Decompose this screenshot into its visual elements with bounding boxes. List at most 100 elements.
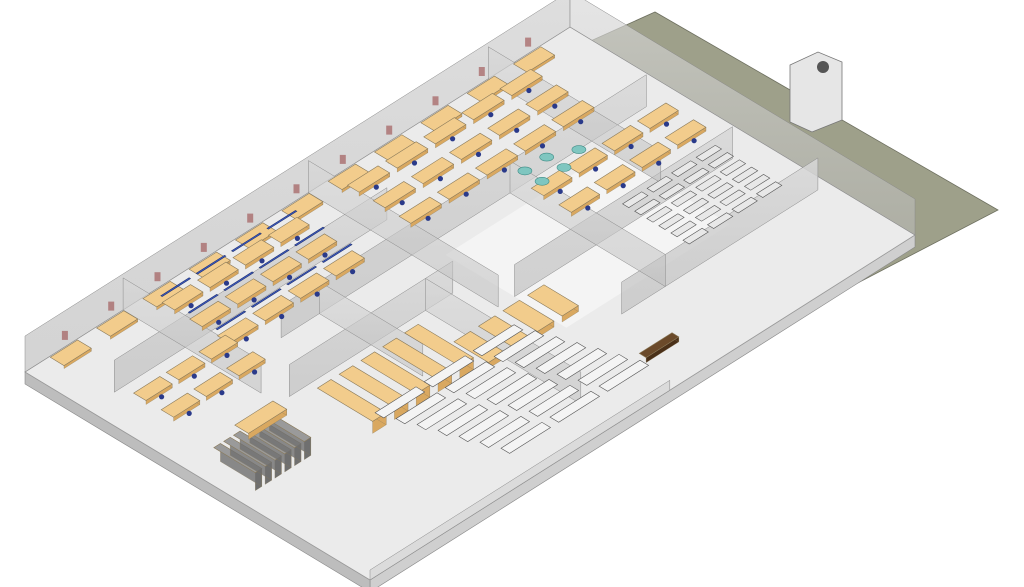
workstation-west-2-1-chair: [216, 319, 222, 325]
workstation-north-3-3-desk: [474, 148, 519, 180]
workstation-north-3-2-desk-top-face: [436, 172, 481, 200]
perimeter-office-desk-2: [96, 310, 139, 340]
workstation-north-2-3-desk-top-face: [449, 132, 493, 160]
workstation-southwest-2-1-desk-top-face: [160, 392, 201, 418]
library-shelf-1: [316, 379, 387, 434]
workstation-north-1-2-desk: [385, 141, 429, 173]
hvac-fan-icon: [817, 61, 829, 73]
workstation-southwest-1-2-desk-top-face: [165, 355, 206, 381]
training-seat-3-4: [719, 159, 747, 176]
reading-table-4: [527, 284, 579, 323]
workstation-east-1-1-desk-top-face: [530, 169, 573, 197]
library-shelf-3: [360, 351, 431, 407]
lecture-seat-row-7-block-2: [549, 390, 601, 423]
workstation-southwest-1-1-chair: [159, 394, 165, 400]
workstation-west-1-3-chair: [259, 258, 265, 264]
lecture-seat-row-4-block-2: [486, 373, 538, 405]
workstation-north-3-2-chair: [463, 191, 469, 197]
training-seat-4-2: [682, 197, 710, 215]
workstation-east-2-3-chair: [656, 160, 662, 166]
workstation-west-3-3-chair: [314, 291, 320, 297]
workstation-north-3-4-chair: [539, 143, 546, 149]
workstation-east-1-3-chair: [628, 143, 634, 150]
training-seat-3-2: [670, 190, 698, 208]
workstation-east-2-4-chair: [691, 138, 697, 144]
workstation-east-1-2-chair: [593, 166, 599, 172]
lecture-lectern: [638, 332, 680, 363]
workstation-north-2-1-chair: [399, 200, 405, 206]
reception-desk: [234, 400, 288, 440]
workstation-north-2-2-desk: [410, 156, 455, 188]
workstation-north-1-3-desk-top-face: [423, 117, 467, 145]
workstation-north-3-4-desk: [513, 124, 557, 156]
workstation-west-3-4-chair: [350, 269, 356, 275]
workstation-north-3-1-chair: [425, 215, 431, 221]
workstation-north-3-2-desk: [436, 172, 481, 204]
workstation-north-2-2-desk-top-face: [410, 156, 455, 185]
workstation-west-3-1-chair: [243, 336, 249, 342]
workstation-north-2-4-chair: [514, 127, 520, 133]
workstation-east-2-1-desk: [558, 186, 601, 217]
training-seat-1-1: [622, 191, 649, 208]
office-window-accent-4: [200, 242, 207, 252]
perimeter-office-desk-1-top-face: [49, 339, 92, 366]
workstation-southwest-2-2-chair: [219, 390, 225, 396]
workstation-north-2-1-desk-top-face: [372, 181, 417, 209]
workstation-southwest-1-3-chair: [224, 352, 230, 358]
workstation-north-1-5-chair: [526, 87, 532, 94]
interior-partition-ew-3: [308, 160, 499, 308]
workstation-west-3-2-desk: [252, 295, 295, 326]
workstation-southwest-1-1-desk: [133, 376, 173, 405]
lecture-seat-row-4-block-1: [437, 404, 489, 436]
workstation-west-2-3-desk-top-face: [260, 256, 302, 283]
office-window-accent-2: [108, 301, 115, 311]
workstation-west-1-3-desk-top-face: [232, 239, 275, 266]
workstation-north-2-3-desk: [449, 132, 493, 164]
workstation-north-1-5-desk: [499, 68, 543, 100]
round-table-1: [517, 166, 533, 176]
workstation-west-2-3-chair: [287, 274, 293, 280]
workstation-west-1-3-screen: [231, 232, 262, 252]
workstation-west-2-4-desk-top-face: [295, 233, 338, 260]
workstation-west-1-4-chair: [294, 235, 300, 241]
workstation-southwest-1-3-desk-top-face: [198, 334, 239, 360]
lecture-seat-row-5-block-2: [507, 379, 559, 411]
workstation-north-3-5-desk-top-face: [551, 100, 595, 128]
lecture-seat-row-6-block-3: [577, 353, 629, 386]
workstation-southwest-2-1-desk: [160, 392, 201, 422]
reading-table-4-top-face: [527, 284, 579, 317]
lecture-seat-row-2-block-3: [493, 330, 545, 363]
workstation-west-3-2-chair: [279, 313, 285, 320]
workstation-north-3-1-desk: [398, 196, 442, 228]
workstation-southwest-1-3-desk: [198, 334, 239, 364]
office-window-accent-7: [339, 154, 346, 164]
workstation-west-2-4-screen: [294, 226, 325, 247]
workstation-west-1-2-desk: [197, 261, 239, 292]
lecture-seat-row-2-block-2: [444, 361, 496, 394]
workstation-west-3-4-screen: [321, 243, 353, 263]
workstation-west-1-4-desk: [267, 216, 310, 247]
workstation-north-2-2-chair: [437, 176, 443, 182]
perimeter-office-desk-11: [512, 46, 556, 76]
training-seat-6-1: [682, 227, 709, 245]
training-seat-2-3: [683, 167, 710, 185]
workstation-east-2-4-desk: [664, 119, 707, 150]
workstation-southwest-1-2-chair: [191, 373, 197, 379]
hvac-unit: [789, 51, 843, 133]
lecture-seat-row-1-block-2: [423, 355, 475, 388]
workstation-east-1-4-desk-top-face: [636, 102, 679, 129]
workstation-north-2-5-desk-top-face: [525, 84, 569, 112]
workstation-west-1-2-desk-top-face: [197, 261, 239, 288]
workstation-southwest-2-3-desk-top-face: [226, 351, 266, 377]
workstation-west-2-3-screen: [258, 249, 290, 269]
perimeter-office-desk-2-top-face: [96, 310, 139, 337]
workstation-west-2-2-chair: [251, 297, 257, 303]
lecture-seat-row-2-block-1: [395, 392, 447, 425]
training-seat-5-3: [719, 189, 746, 207]
perimeter-office-desk-9-top-face: [420, 105, 463, 132]
workstation-southwest-2-1-chair: [186, 410, 192, 416]
workstation-west-2-1-desk: [189, 300, 232, 331]
lecture-seat-row-3-block-2: [465, 367, 517, 400]
workstation-east-1-4-desk: [636, 102, 679, 133]
workstation-north-2-5-desk: [525, 84, 569, 116]
